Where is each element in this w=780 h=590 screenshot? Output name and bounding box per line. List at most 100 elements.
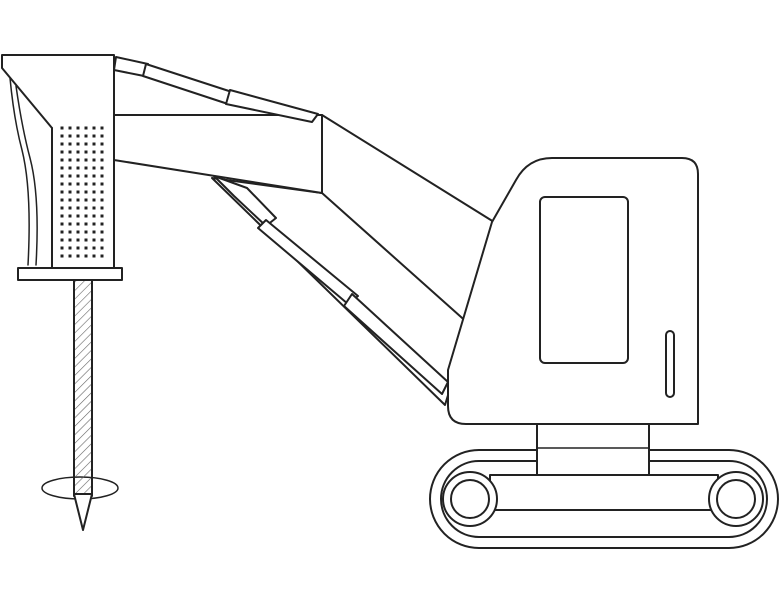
track-frame [489, 474, 719, 511]
drill-head-base-plate [17, 267, 123, 281]
vent-dot [100, 190, 104, 194]
vent-dot [60, 222, 64, 226]
upper-cylinder-barrel [225, 89, 319, 123]
vent-dot [84, 198, 88, 202]
vent-dot [100, 246, 104, 250]
vent-dot [76, 126, 80, 130]
vent-dot [68, 142, 72, 146]
vent-dot [68, 158, 72, 162]
vent-dot [68, 150, 72, 154]
vent-dot [84, 230, 88, 234]
vent-dot [100, 150, 104, 154]
vent-dot [60, 254, 64, 258]
vent-dot [100, 166, 104, 170]
vent-dot [76, 134, 80, 138]
vent-dot [76, 214, 80, 218]
vent-dot [76, 174, 80, 178]
lower-cylinder-barrel [343, 293, 449, 395]
vent-dot [68, 166, 72, 170]
vent-dot [60, 182, 64, 186]
vent-dot [68, 174, 72, 178]
auger [41, 279, 119, 531]
vent-dot [100, 134, 104, 138]
vent-dot [92, 126, 96, 130]
vent-dot [84, 206, 88, 210]
drill-head-housing [1, 54, 115, 269]
vent-dot [76, 190, 80, 194]
vent-dot [92, 198, 96, 202]
vent-dot [84, 150, 88, 154]
lower-hydraulic-cylinder [213, 175, 449, 395]
vent-dot [76, 230, 80, 234]
vent-dot [92, 254, 96, 258]
vent-dot [84, 190, 88, 194]
vent-dot [92, 230, 96, 234]
vent-dot [60, 190, 64, 194]
drive-sprocket-right-hub [716, 479, 756, 519]
vent-dot [76, 182, 80, 186]
vent-dot [100, 182, 104, 186]
vent-dot [100, 198, 104, 202]
vent-dot [60, 214, 64, 218]
vent-dot [92, 214, 96, 218]
vent-dot [92, 190, 96, 194]
vent-dot [68, 206, 72, 210]
vent-dot [100, 126, 104, 130]
vent-dot [100, 206, 104, 210]
vent-dot [92, 158, 96, 162]
vent-dot [60, 238, 64, 242]
vent-dot [68, 254, 72, 258]
lower-cylinder-cap [213, 175, 277, 227]
vent-dot [60, 150, 64, 154]
vent-dot [92, 222, 96, 226]
vent-dot [76, 238, 80, 242]
vent-dot [60, 134, 64, 138]
cab-window [539, 196, 629, 364]
auger-tip [73, 493, 93, 531]
vent-dot [84, 158, 88, 162]
vent-dot [60, 198, 64, 202]
vent-dot [92, 206, 96, 210]
crawler-track [429, 449, 779, 549]
vent-dot [84, 238, 88, 242]
vent-dot [68, 198, 72, 202]
drill-head [1, 54, 123, 281]
vent-grille [60, 126, 104, 258]
vent-dot [68, 246, 72, 250]
vent-dot [100, 174, 104, 178]
vent-dot [68, 238, 72, 242]
vent-dot [76, 158, 80, 162]
vent-dot [92, 246, 96, 250]
vent-dot [100, 254, 104, 258]
vent-dot [60, 166, 64, 170]
vent-dot [68, 214, 72, 218]
vent-dot [76, 150, 80, 154]
vent-dot [84, 182, 88, 186]
vent-dot [92, 150, 96, 154]
vent-dot [84, 254, 88, 258]
vent-dot [92, 142, 96, 146]
upper-cylinder-rod [142, 63, 233, 105]
vent-dot [60, 230, 64, 234]
vent-dot [60, 206, 64, 210]
vent-dot [84, 222, 88, 226]
vent-dot [68, 222, 72, 226]
vent-dot [68, 230, 72, 234]
vent-dot [60, 158, 64, 162]
vent-dot [76, 254, 80, 258]
vent-dot [92, 134, 96, 138]
auger-shaft [73, 279, 93, 497]
vent-dot [84, 214, 88, 218]
vent-dot [92, 238, 96, 242]
vent-dot [60, 142, 64, 146]
vent-dot [76, 198, 80, 202]
vent-dot [60, 246, 64, 250]
vent-dot [76, 142, 80, 146]
drill-head-cable-outer [9, 77, 30, 266]
vent-dot [60, 126, 64, 130]
vent-dot [76, 166, 80, 170]
vent-dot [68, 134, 72, 138]
vent-dot [76, 206, 80, 210]
